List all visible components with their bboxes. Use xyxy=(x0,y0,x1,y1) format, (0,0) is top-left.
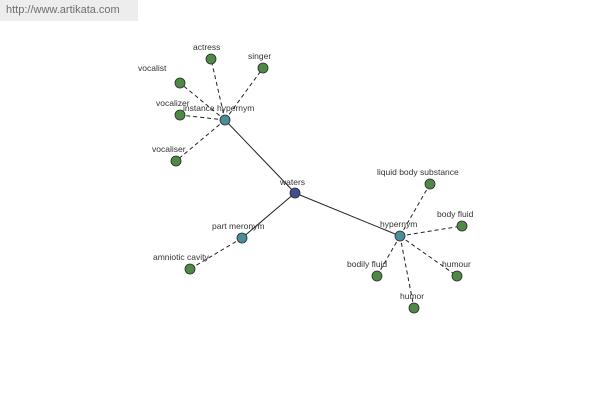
node-humor[interactable] xyxy=(408,302,420,314)
node-actress[interactable] xyxy=(205,53,217,65)
edge-instance-hypernym-to-singer xyxy=(224,67,264,121)
edge-part-meronym-to-amniotic-cavity xyxy=(189,237,243,270)
edges-layer xyxy=(175,58,463,309)
edge-waters-to-instance-hypernym xyxy=(224,119,296,194)
node-waters[interactable] xyxy=(289,187,301,199)
node-label-amniotic-cavity: amniotic cavity xyxy=(153,252,209,262)
node-label-liquid-body-substance: liquid body substance xyxy=(377,167,459,177)
node-label-body-fluid: body fluid xyxy=(437,209,474,219)
node-label-singer: singer xyxy=(248,51,271,61)
edge-instance-hypernym-to-vocalist xyxy=(179,82,226,121)
node-label-vocaliser: vocaliser xyxy=(152,144,186,154)
node-label-instance-hypernym: instance hypernym xyxy=(183,103,254,113)
edge-waters-to-part-meronym xyxy=(241,192,296,239)
edge-instance-hypernym-to-actress xyxy=(210,58,226,121)
node-humour[interactable] xyxy=(451,270,463,282)
edge-hypernym-to-humour xyxy=(399,235,458,277)
node-label-vocalizer: vocalizer xyxy=(156,98,190,108)
node-vocalist[interactable] xyxy=(174,77,186,89)
node-singer[interactable] xyxy=(257,62,269,74)
labels-layer: waters instance hypernym hypernym part mero… xyxy=(138,42,474,301)
node-label-humor: humor xyxy=(400,291,424,301)
node-label-vocalist: vocalist xyxy=(138,63,167,73)
edge-hypernym-to-body-fluid xyxy=(399,225,463,237)
node-liquid-body-substance[interactable] xyxy=(424,178,436,190)
node-hypernym[interactable] xyxy=(394,230,406,242)
edge-hypernym-to-humor xyxy=(399,235,415,309)
edge-hypernym-to-liquid-body-substance xyxy=(399,183,431,237)
node-label-actress: actress xyxy=(193,42,220,52)
watermark-url: http://www.artikata.com xyxy=(0,0,138,21)
edge-waters-to-hypernym xyxy=(294,192,401,237)
node-label-part-meronym: part meronym xyxy=(212,221,264,231)
node-label-bodily-fluid: bodily fluid xyxy=(347,259,387,269)
edge-hypernym-to-bodily-fluid xyxy=(376,235,401,277)
node-bodily-fluid[interactable] xyxy=(371,270,383,282)
node-instance-hypernym[interactable] xyxy=(219,114,231,126)
node-label-humour: humour xyxy=(442,259,471,269)
node-part-meronym[interactable] xyxy=(236,232,248,244)
nodes-layer xyxy=(170,53,468,314)
node-amniotic-cavity[interactable] xyxy=(184,263,196,275)
edge-instance-hypernym-to-vocaliser xyxy=(175,119,226,162)
node-label-waters: waters xyxy=(279,177,305,187)
node-vocaliser[interactable] xyxy=(170,155,182,167)
node-vocalizer[interactable] xyxy=(174,109,186,121)
node-label-hypernym: hypernym xyxy=(380,219,417,229)
node-body-fluid[interactable] xyxy=(456,220,468,232)
edge-instance-hypernym-to-vocalizer xyxy=(179,114,226,121)
